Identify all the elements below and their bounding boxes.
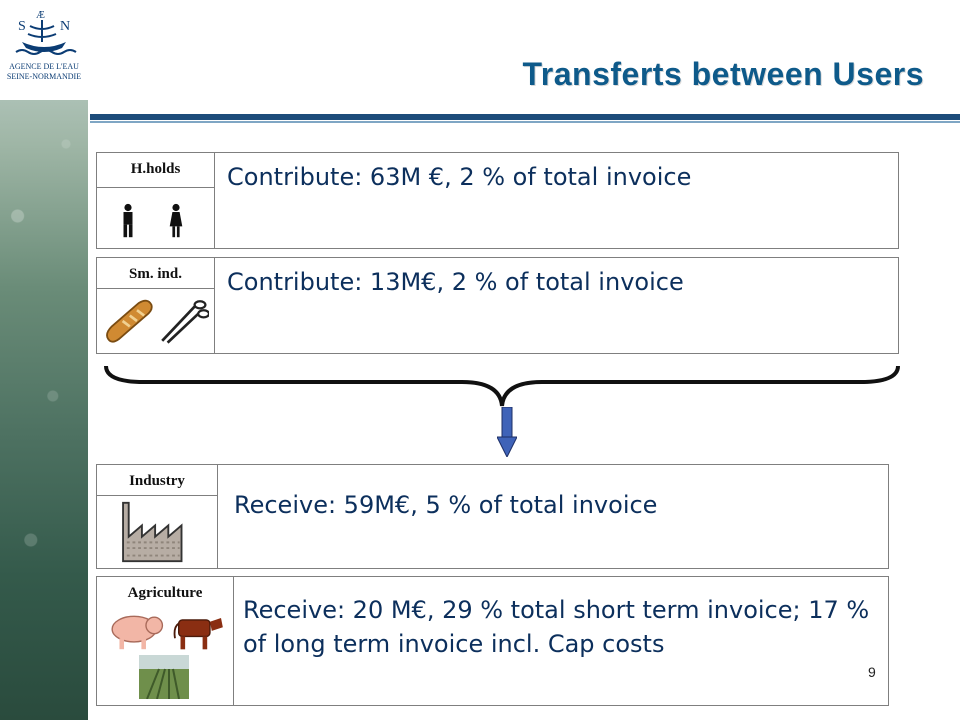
page-number: 9 [868,664,876,680]
row-agriculture-text: Receive: 20 M€, 29 % total short term in… [243,596,870,658]
logo-line2: SEINE-NORMANDIE [6,72,82,81]
row-small-industry-text: Contribute: 13M€, 2 % of total invoice [227,268,684,296]
row-agriculture-label: Agriculture [127,585,203,601]
logo-line1: AGENCE DE L'EAU [9,62,79,71]
row-agriculture-label-col: Agriculture [97,577,234,705]
grouping-brace [104,365,900,407]
logo-text: AGENCE DE L'EAU SEINE-NORMANDIE [0,62,88,82]
down-arrow-icon [497,407,517,457]
title-underline [90,114,960,120]
row-small-industry-label: Sm. ind. [129,266,182,282]
agency-logo: Æ S N AGENCE DE L'EAU SEINE-NORMANDIE [0,0,88,100]
row-industry: Industry Receive: 59M€, 5 % of total inv… [96,464,889,569]
factory-icon [122,501,183,563]
scissors-icon [161,300,209,344]
label-separator [97,495,217,496]
row-households-text: Contribute: 63M €, 2 % of total invoice [227,163,692,191]
logo-mark-left: S [18,19,26,34]
row-households: H.holds Contribute: 63M €, 2 % of total … [96,152,899,249]
label-separator [97,288,214,289]
bread-icon [106,299,153,343]
woman-icon [169,203,183,238]
title-underline-light [90,121,960,123]
logo-mark-right: N [60,19,70,34]
man-icon [123,203,133,238]
lily-pads-texture [0,0,88,720]
row-industry-label: Industry [129,473,185,489]
logo-mark-top: Æ [36,10,45,21]
label-separator [97,187,214,188]
background-photo-strip [0,0,88,720]
row-households-label-col: H.holds [97,153,215,248]
row-agriculture: Agriculture Receive: 20 M€, 29 % total s… [96,576,889,706]
row-small-industry-label-col: Sm. ind. [97,258,215,353]
slide-title: Transferts between Users [522,56,924,92]
ship-logo-icon: Æ S N [15,10,77,55]
row-industry-label-col: Industry [97,465,218,568]
cow-icon [173,618,223,650]
pig-icon [111,615,164,650]
row-industry-text: Receive: 59M€, 5 % of total invoice [234,491,658,519]
field-icon [139,655,189,699]
row-households-label: H.holds [130,161,181,177]
row-small-industry: Sm. ind. Contribute: 13M€, 2 % of total … [96,257,899,354]
